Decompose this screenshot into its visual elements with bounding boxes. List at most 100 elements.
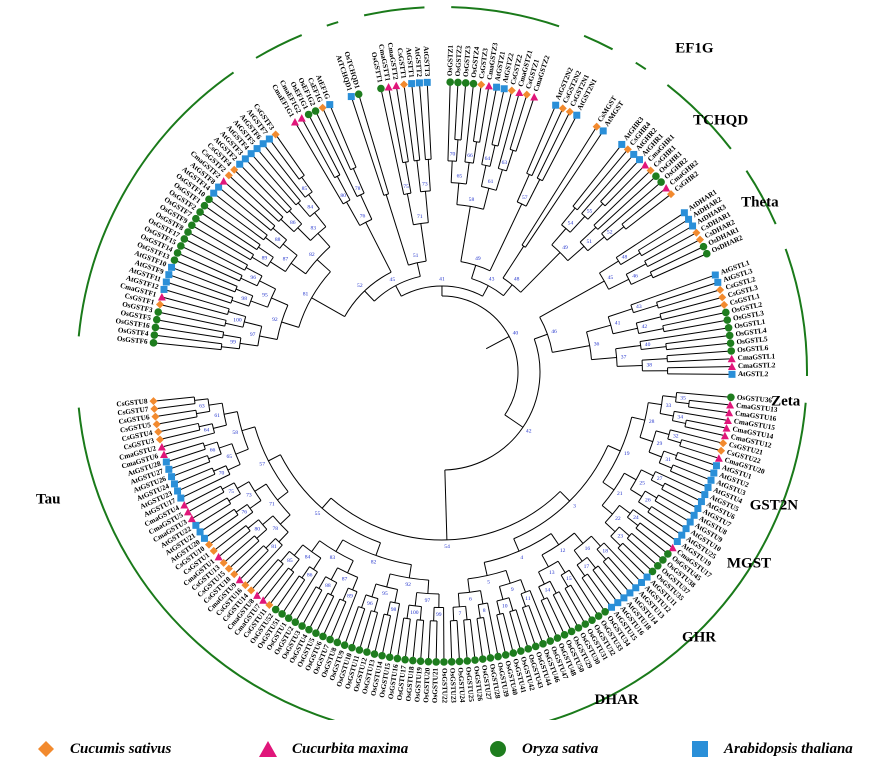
backbone-line xyxy=(460,206,471,262)
bootstrap-label: 54 xyxy=(444,544,450,550)
branch-arc xyxy=(233,482,241,495)
clade-label: DHAR xyxy=(595,692,639,708)
species-marker xyxy=(673,538,681,546)
bootstrap-label: 88 xyxy=(325,583,331,589)
branch-arc xyxy=(648,430,657,453)
branch-line xyxy=(245,267,263,277)
branch-line xyxy=(288,210,303,225)
backbone-line xyxy=(385,194,409,266)
branch-line xyxy=(639,327,727,342)
branch-line xyxy=(483,617,491,657)
branch-line xyxy=(667,438,681,444)
branch-line xyxy=(270,571,295,604)
branch-arc xyxy=(375,583,398,590)
branch-line xyxy=(487,602,499,655)
legend-label: Cucumis sativus xyxy=(70,740,172,757)
branch-arc xyxy=(630,304,634,313)
species-marker xyxy=(204,540,213,549)
branch-line xyxy=(581,577,605,611)
bootstrap-label: 96 xyxy=(250,275,256,281)
species-marker xyxy=(230,570,239,579)
branch-line xyxy=(223,411,238,415)
clade-label: Tau xyxy=(36,491,60,507)
branch-line xyxy=(633,304,658,314)
tip-label: OsGSTZ2 xyxy=(454,45,464,77)
bootstrap-label: 51 xyxy=(586,239,592,245)
branch-line xyxy=(330,567,338,581)
species-marker xyxy=(648,567,657,576)
bootstrap-label: 41 xyxy=(615,321,621,327)
species-marker xyxy=(151,323,160,332)
branch-line xyxy=(477,604,481,619)
branch-line xyxy=(513,538,520,552)
species-marker xyxy=(354,90,363,99)
branch-line xyxy=(435,620,438,660)
branch-line xyxy=(452,607,455,621)
species-marker xyxy=(168,263,176,271)
branch-line xyxy=(651,506,685,528)
group-arcs xyxy=(77,6,808,720)
species-marker xyxy=(165,271,173,279)
species-marker xyxy=(415,79,423,87)
branch-line xyxy=(684,426,724,436)
branch-line xyxy=(549,581,557,594)
branch-line xyxy=(538,586,545,600)
branch-line xyxy=(476,618,483,658)
branch-line xyxy=(193,225,251,261)
branch-line xyxy=(454,84,459,140)
branch-line xyxy=(252,559,279,590)
bootstrap-label: 86 xyxy=(290,220,296,226)
branch-line xyxy=(228,493,241,502)
species-marker xyxy=(455,657,464,666)
branch-line xyxy=(322,109,352,170)
species-marker xyxy=(224,564,233,573)
clade-label: TCHQD xyxy=(693,113,748,129)
branch-line xyxy=(315,112,358,197)
clade-arc xyxy=(363,6,425,17)
branch-arc xyxy=(298,174,305,180)
bootstrap-label: 92 xyxy=(405,582,411,588)
bootstrap-label: 84 xyxy=(305,555,311,561)
branch-line xyxy=(560,574,569,588)
species-marker xyxy=(530,93,539,101)
branch-line xyxy=(641,346,667,350)
branch-line xyxy=(235,545,264,574)
pink-triangle-icon xyxy=(259,741,277,757)
branch-line xyxy=(483,188,490,210)
species-marker xyxy=(509,649,518,657)
branch-line xyxy=(569,216,586,233)
species-marker xyxy=(471,656,479,664)
branch-line xyxy=(272,227,287,241)
branch-line xyxy=(617,547,647,577)
branch-arc xyxy=(403,192,412,196)
bootstrap-label: 83 xyxy=(330,555,336,561)
branch-line xyxy=(686,419,725,429)
branch-line xyxy=(524,132,603,248)
species-marker xyxy=(718,293,727,302)
branch-line xyxy=(505,150,514,172)
branch-arc xyxy=(202,442,206,450)
branch-line xyxy=(214,193,268,236)
branch-line xyxy=(472,141,478,164)
branch-line xyxy=(257,149,301,202)
branch-line xyxy=(601,505,613,515)
branch-line xyxy=(558,591,578,627)
branch-arc xyxy=(481,164,491,167)
branch-line xyxy=(587,236,605,252)
bootstrap-label: 34 xyxy=(677,415,683,421)
species-marker xyxy=(196,528,204,536)
bootstrap-label: 75 xyxy=(228,489,234,495)
species-marker xyxy=(686,518,694,526)
bootstrap-label: 37 xyxy=(621,354,627,360)
species-marker xyxy=(253,591,262,599)
branch-line xyxy=(198,423,213,428)
species-marker xyxy=(501,651,510,659)
legend-label: Cucurbita maxima xyxy=(292,740,409,757)
branch-line xyxy=(201,212,258,251)
tip-label: AtGSTL2 xyxy=(738,370,769,378)
bootstrap-label: 61 xyxy=(488,179,494,185)
branch-line xyxy=(249,500,262,509)
branch-arc xyxy=(509,148,517,152)
branch-arc xyxy=(496,612,504,616)
branch-line xyxy=(219,530,251,557)
